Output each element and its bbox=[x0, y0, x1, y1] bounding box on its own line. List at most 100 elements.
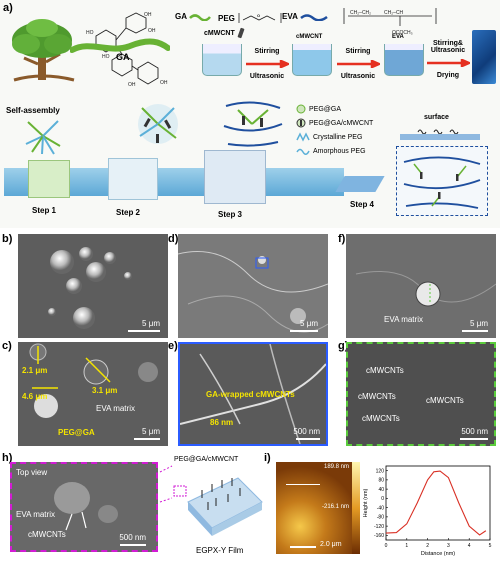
scale-bar-e bbox=[296, 438, 320, 440]
zoom-box-network bbox=[403, 156, 481, 209]
step-4-label: Step 4 bbox=[350, 200, 375, 209]
panel-a-label: a) bbox=[3, 2, 13, 14]
particle-graphic bbox=[355, 271, 496, 307]
peg-ga-cnt-icon bbox=[296, 118, 306, 128]
svg-text:O: O bbox=[257, 13, 260, 18]
y-tick-label: 0 bbox=[381, 496, 384, 502]
panel-c-label: c) bbox=[2, 340, 12, 352]
beaker-2 bbox=[292, 44, 332, 76]
afm-max-label: 189.8 nm bbox=[324, 464, 350, 470]
scale-bar-b bbox=[128, 330, 160, 332]
afm-colorbar bbox=[352, 462, 360, 554]
afm-scale-label: 2.0 μm bbox=[320, 541, 342, 548]
sem-image-e: GA-wrapped cMWCNTs 86 nm 500 nm bbox=[178, 342, 328, 446]
step3-cube bbox=[204, 150, 266, 204]
top-view-label: Top view bbox=[16, 468, 48, 477]
sem-image-g: cMWCNTs cMWCNTs cMWCNTs cMWCNTs 500 nm bbox=[346, 342, 496, 446]
flow-arrow-2: Stirring Ultrasonic bbox=[336, 48, 383, 80]
red-arrow-icon bbox=[337, 59, 383, 69]
panel-b-label: b) bbox=[2, 233, 13, 245]
peg-formula-icon: O bbox=[238, 13, 282, 23]
craters-graphic bbox=[29, 343, 158, 418]
eva-matrix-h: EVA matrix bbox=[16, 510, 55, 519]
scale-label-b: 5 μm bbox=[142, 319, 160, 328]
ga-wave bbox=[70, 38, 170, 53]
svg-text:CH₂–CH₂: CH₂–CH₂ bbox=[350, 10, 371, 16]
scale-label-g: 500 nm bbox=[461, 427, 488, 436]
svg-text:CH₂–CH: CH₂–CH bbox=[384, 10, 404, 16]
scale-bar-f bbox=[462, 330, 488, 332]
legend-peg: PEG O bbox=[218, 12, 283, 24]
scale-label-h: 500 nm bbox=[119, 533, 146, 542]
beaker-1 bbox=[202, 44, 242, 76]
y-tick-label: 80 bbox=[378, 478, 384, 484]
scale-bar-c bbox=[134, 438, 160, 440]
cnt-label-g3: cMWCNTs bbox=[426, 396, 464, 405]
plot-frame bbox=[385, 465, 491, 541]
schematic-label: PEG@GA/cMWCNT bbox=[174, 456, 239, 463]
flow-arrow-1: Stirring Ultrasonic bbox=[245, 48, 292, 80]
scale-label-f: 5 μm bbox=[470, 319, 488, 328]
afm-scale-bar bbox=[290, 546, 316, 548]
peg-ga-icon bbox=[296, 104, 306, 114]
panel-e-label: e) bbox=[168, 340, 178, 352]
scale-label-c: 5 μm bbox=[142, 427, 160, 436]
panel-g-label: g) bbox=[338, 340, 349, 352]
panel-h-label: h) bbox=[2, 452, 13, 464]
surface-plate bbox=[400, 134, 480, 140]
top-view-graphic bbox=[54, 482, 118, 531]
scale-bar-g bbox=[460, 438, 488, 440]
eva-matrix-c: EVA matrix bbox=[96, 404, 135, 413]
struct-legend-peg-ga: PEG@GA bbox=[296, 104, 373, 114]
step2-cube bbox=[108, 158, 158, 200]
tree-ga-label: GA bbox=[116, 52, 130, 62]
surface-label: surface bbox=[424, 114, 449, 121]
flow-arrow-3: Stirring& Ultrasonic Drying bbox=[426, 40, 473, 79]
svg-text:HO: HO bbox=[102, 54, 110, 60]
eva-wave-icon bbox=[300, 13, 328, 21]
afm-image: 189.8 nm -216.1 nm 2.0 μm bbox=[276, 462, 360, 554]
beaker-3 bbox=[384, 44, 424, 76]
size-label-2: 4.6 μm bbox=[22, 392, 48, 401]
eva-top-label: EVA bbox=[392, 34, 404, 40]
cnt-label-g4: cMWCNTs bbox=[362, 414, 400, 423]
y-axis-label: Height (nm) bbox=[363, 488, 369, 517]
afm-profile-line bbox=[286, 484, 320, 485]
svg-text:HO: HO bbox=[86, 30, 94, 36]
self-assembly-cluster bbox=[25, 120, 61, 155]
svg-text:OH: OH bbox=[148, 28, 156, 34]
x-tick-label: 2 bbox=[426, 543, 429, 549]
nm-label-e: 86 nm bbox=[210, 418, 234, 427]
wrapped-cnt-label: GA-wrapped cMWCNTs bbox=[206, 390, 295, 399]
x-tick-label: 0 bbox=[385, 543, 388, 549]
step-2-label: Step 2 bbox=[116, 208, 141, 217]
peg-ga-label-c: PEG@GA bbox=[58, 428, 95, 437]
surface-waves-icon bbox=[417, 129, 459, 134]
spheres-graphic bbox=[48, 247, 132, 329]
sem-image-c: 2.1 μm 4.6 μm 3.1 μm EVA matrix PEG@GA 5… bbox=[18, 342, 168, 446]
crystalline-peg-icon bbox=[296, 132, 310, 142]
legend-ga: GA bbox=[175, 12, 211, 21]
red-arrow-icon bbox=[246, 59, 292, 69]
y-tick-label: -80 bbox=[377, 515, 384, 521]
sem-image-b: 5 μm bbox=[18, 234, 168, 338]
y-tick-label: 40 bbox=[378, 487, 384, 493]
struct-legend-peg-ga-cnt: PEG@GA/cMWCNT bbox=[296, 118, 373, 128]
panel-i-label: i) bbox=[264, 452, 271, 464]
step3-cluster bbox=[223, 101, 283, 147]
scale-label-e: 500 nm bbox=[293, 427, 320, 436]
y-tick-label: -160 bbox=[374, 533, 384, 539]
svg-text:OH: OH bbox=[160, 80, 168, 86]
step4-plate bbox=[335, 176, 385, 192]
panel-f-label: f) bbox=[338, 233, 346, 245]
film-schematic bbox=[159, 465, 263, 536]
film-product bbox=[472, 30, 496, 84]
cnt-wrapped-graphic bbox=[180, 344, 326, 444]
x-tick-label: 4 bbox=[468, 543, 471, 549]
x-tick-label: 1 bbox=[405, 543, 408, 549]
struct-legend-amorphous: Amorphous PEG bbox=[296, 146, 373, 156]
y-tick-label: -120 bbox=[374, 524, 384, 530]
